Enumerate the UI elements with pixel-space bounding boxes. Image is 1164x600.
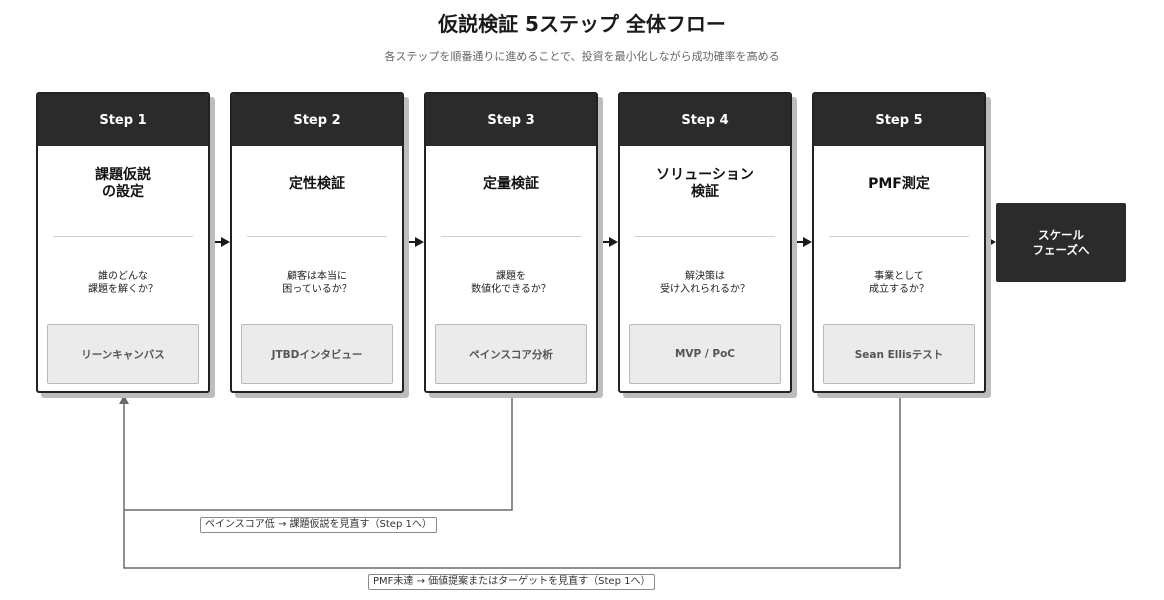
step-tool: MVP / PoC <box>629 324 781 384</box>
step-tool: ペインスコア分析 <box>435 324 587 384</box>
step-card-4: Step 4 ソリューション 検証 解決策は 受け入れられるか？ MVP / P… <box>618 92 792 393</box>
step-name: 定性検証 <box>289 175 345 192</box>
step-card-1: Step 1 課題仮説 の設定 誰のどんな 課題を解くか？ リーンキャンバス <box>36 92 210 393</box>
step-name: 定量検証 <box>483 175 539 192</box>
flow-arrowhead-4-5 <box>803 237 812 247</box>
divider <box>635 236 775 237</box>
flow-arrowhead-1-2 <box>221 237 230 247</box>
step-question: 解決策は 受け入れられるか？ <box>660 271 750 295</box>
divider <box>829 236 969 237</box>
step-card-3: Step 3 定量検証 課題を 数値化できるか？ ペインスコア分析 <box>424 92 598 393</box>
step-question: 課題を 数値化できるか？ <box>471 271 551 295</box>
diagram-title: 仮説検証 5ステップ 全体フロー <box>438 12 726 36</box>
scale-phase-box: スケール フェーズへ <box>996 203 1126 282</box>
step-name: PMF測定 <box>868 175 930 192</box>
step-header: Step 4 <box>620 94 790 146</box>
step-header: Step 1 <box>38 94 208 146</box>
step-tool: Sean Ellisテスト <box>823 324 975 384</box>
step-tool: JTBDインタビュー <box>241 324 393 384</box>
flow-arrowhead-3-4 <box>609 237 618 247</box>
feedback-loop-step3 <box>124 395 513 511</box>
step-card-2: Step 2 定性検証 顧客は本当に 困っているか？ JTBDインタビュー <box>230 92 404 393</box>
flow-arrowhead-2-3 <box>415 237 424 247</box>
diagram-subtitle: 各ステップを順番通りに進めることで、投資を最小化しながら成功確率を高める <box>384 50 780 63</box>
divider <box>247 236 387 237</box>
step-name: 課題仮説 の設定 <box>95 167 151 200</box>
step-header: Step 3 <box>426 94 596 146</box>
step-question: 誰のどんな 課題を解くか？ <box>88 271 158 295</box>
step-tool: リーンキャンバス <box>47 324 199 384</box>
step-header: Step 2 <box>232 94 402 146</box>
divider <box>53 236 193 237</box>
feedback-arrowhead <box>119 395 129 404</box>
flow-arrowhead-5-final <box>987 237 996 247</box>
step-question: 顧客は本当に 困っているか？ <box>282 271 352 295</box>
divider <box>441 236 581 237</box>
step-name: ソリューション 検証 <box>656 167 754 200</box>
step-question: 事業として 成立するか？ <box>869 271 929 295</box>
feedback-loop-step5 <box>123 395 901 569</box>
step-header: Step 5 <box>814 94 984 146</box>
step-card-5: Step 5 PMF測定 事業として 成立するか？ Sean Ellisテスト <box>812 92 986 393</box>
loop-label-step3: ペインスコア低 → 課題仮説を見直す（Step 1へ） <box>200 517 437 533</box>
loop-label-step5: PMF未達 → 価値提案またはターゲットを見直す（Step 1へ） <box>368 574 656 590</box>
